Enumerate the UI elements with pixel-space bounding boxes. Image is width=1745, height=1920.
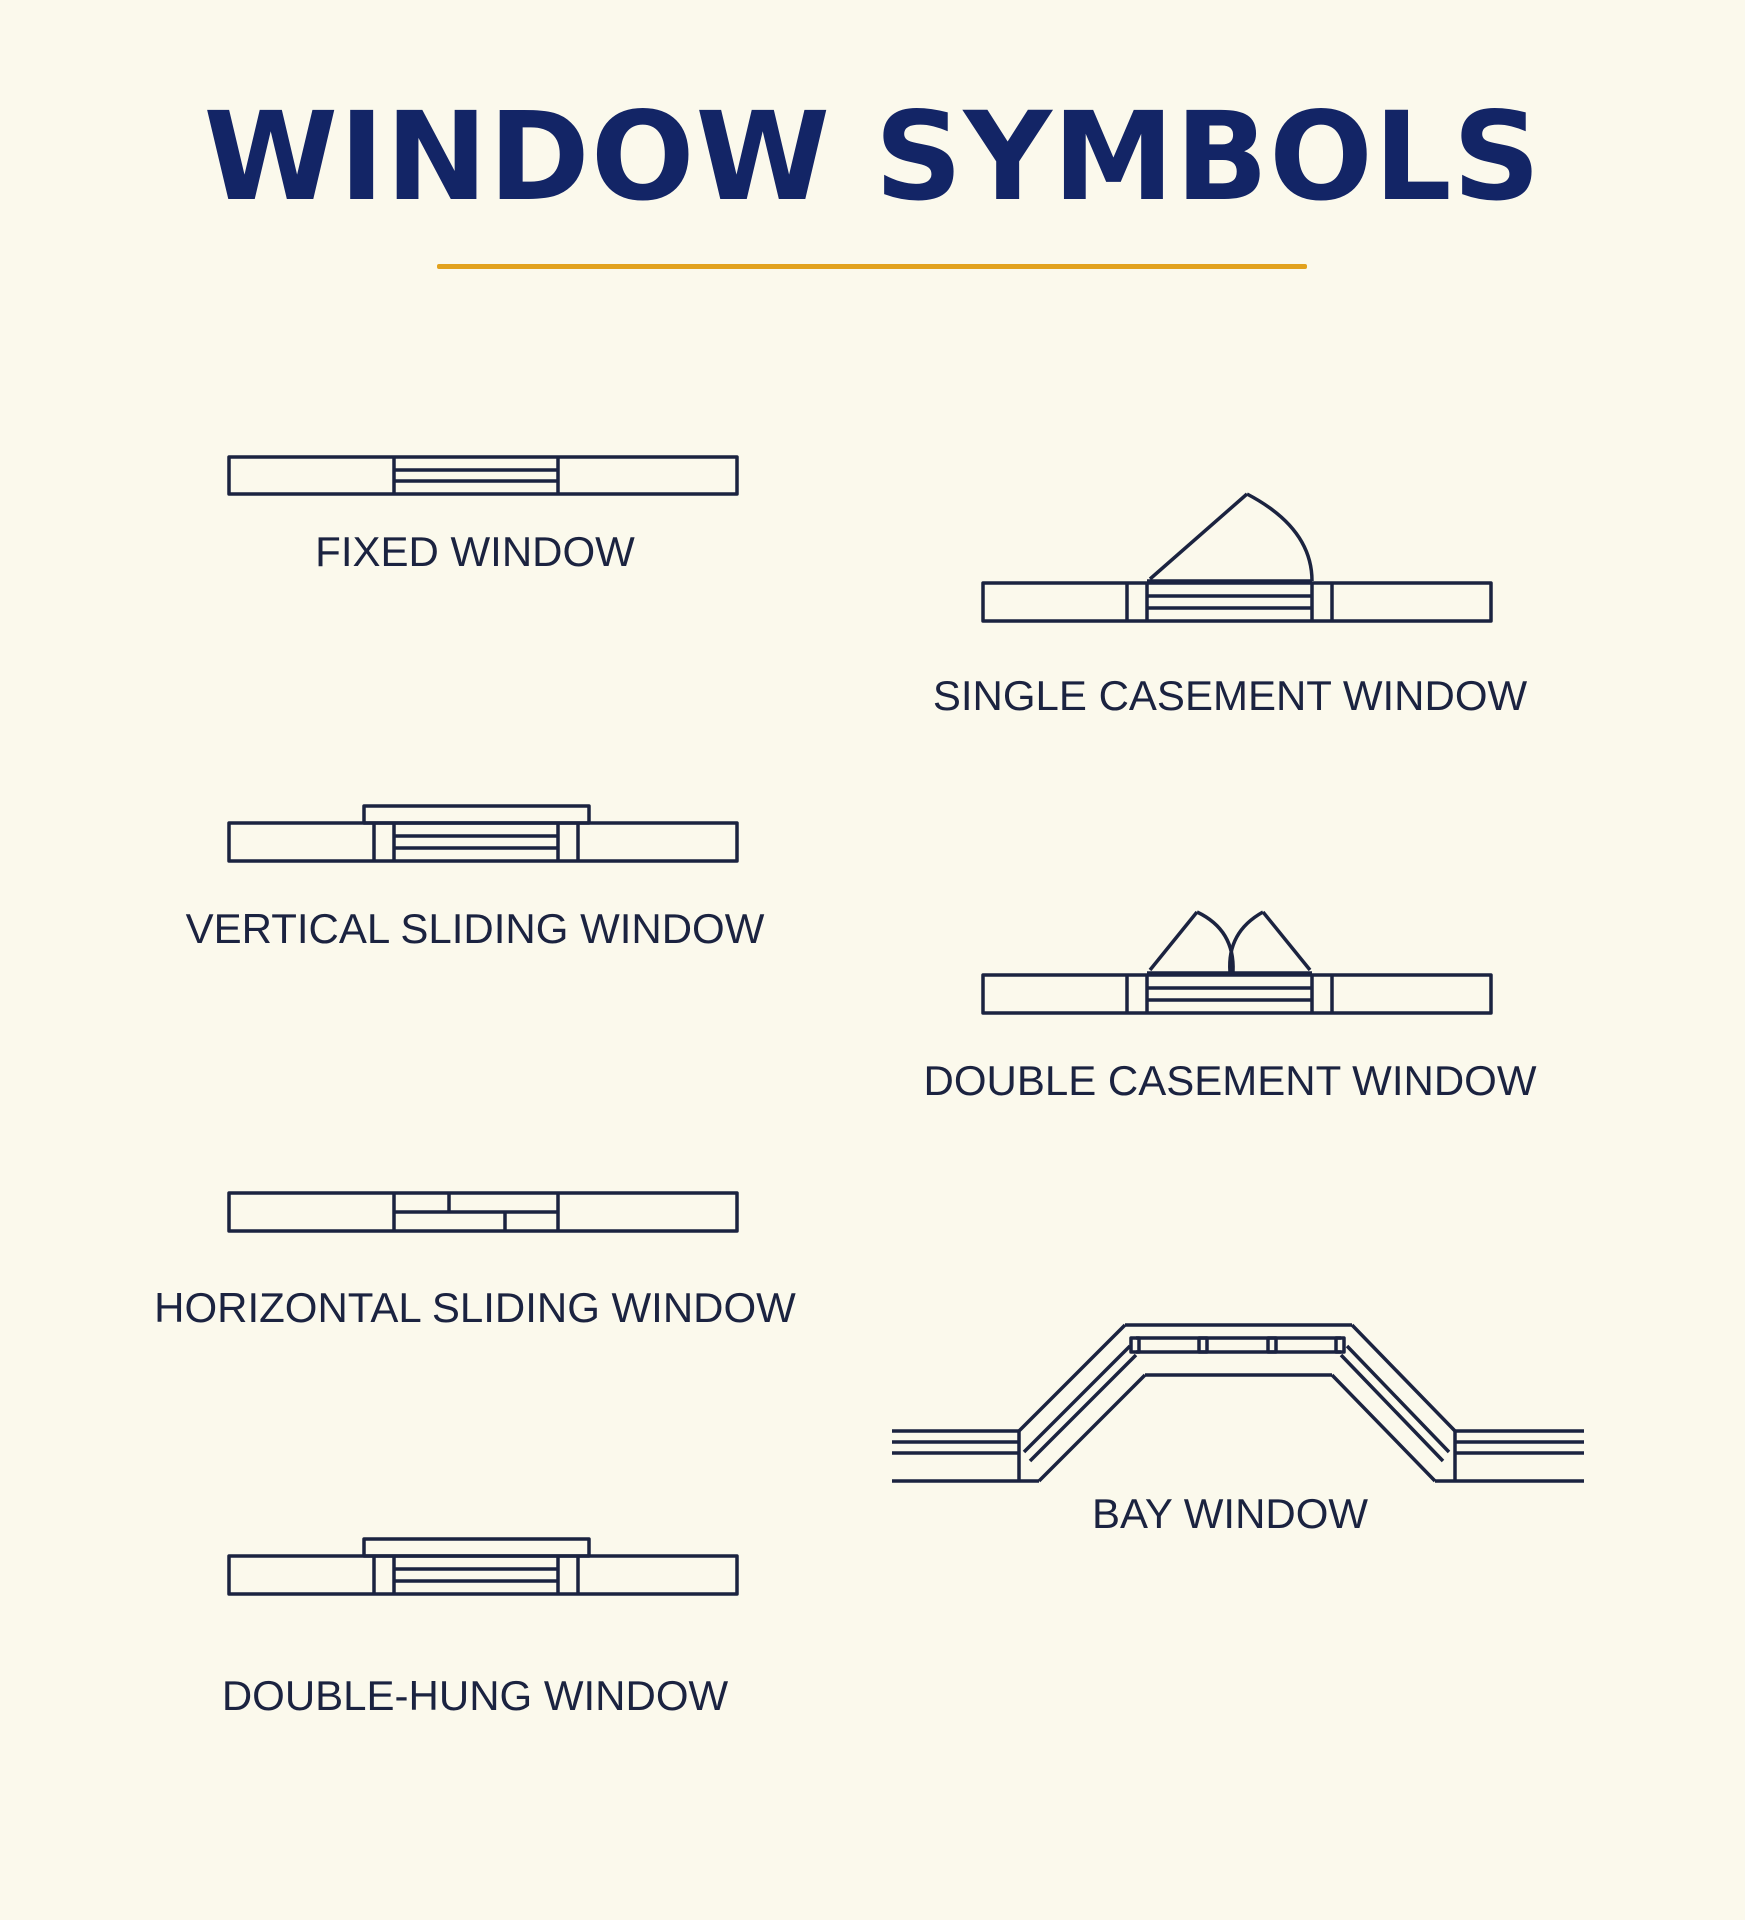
single-casement-window-label: SINGLE CASEMENT WINDOW — [932, 672, 1528, 719]
horizontal-sliding-window-label: HORIZONTAL SLIDING WINDOW — [154, 1284, 796, 1331]
double-hung-window-label: DOUBLE-HUNG WINDOW — [221, 1672, 729, 1719]
double-casement-window-symbol — [981, 910, 1493, 1015]
vertical-sliding-window-label: VERTICAL SLIDING WINDOW — [185, 905, 765, 952]
double-hung-window-symbol — [227, 1537, 739, 1596]
page-title: WINDOW SYMBOLS — [203, 86, 1542, 228]
bay-window-label: BAY WINDOW — [1091, 1490, 1369, 1537]
vertical-sliding-window-symbol — [227, 804, 739, 863]
bay-window-symbol — [892, 1323, 1584, 1483]
horizontal-sliding-window-symbol — [227, 1191, 739, 1233]
single-casement-window-symbol — [981, 492, 1493, 623]
double-casement-window-label: DOUBLE CASEMENT WINDOW — [923, 1057, 1537, 1104]
title-underline — [437, 264, 1307, 269]
fixed-window-label: FIXED WINDOW — [315, 528, 635, 575]
fixed-window-symbol — [227, 455, 739, 496]
